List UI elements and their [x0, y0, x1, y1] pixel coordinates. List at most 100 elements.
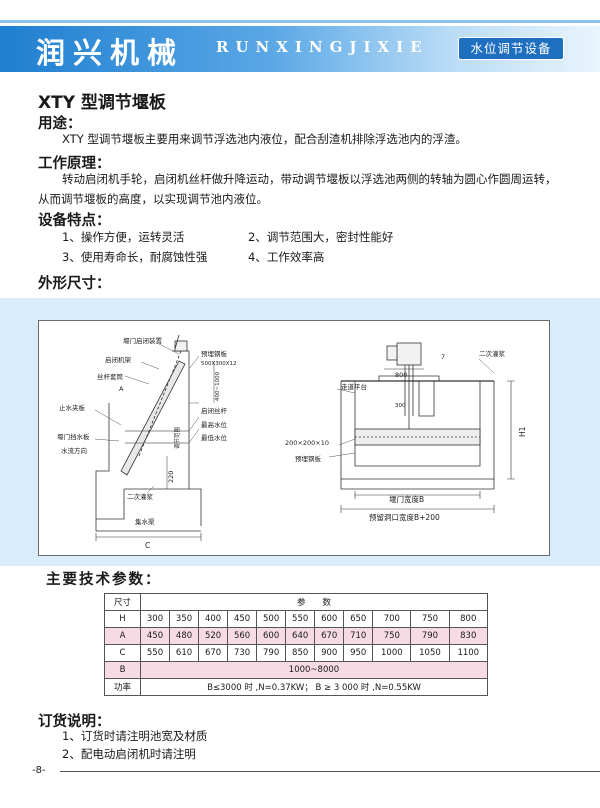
right-inner: [354, 381, 481, 467]
lbl-hoist-frame: 启闭机架: [105, 355, 132, 364]
principle-line-2: 从而调节堰板的高度，以实现调节池内液位。: [38, 192, 268, 206]
cell: 670: [198, 644, 229, 662]
water-levels: [125, 430, 189, 444]
principle-heading: 工作原理：: [38, 156, 111, 172]
lbl-max-level: 最高水位: [201, 420, 228, 429]
cell: 300: [139, 610, 171, 628]
cell: 700: [372, 610, 412, 628]
lbl-plate-size: 500X300X12: [201, 361, 237, 367]
principle-line-1: 转动启闭机手轮，启闭机丝杆做升降运动，带动调节堰板以浮选池两侧的转轴为圆心作圆周…: [62, 172, 557, 186]
dim-b200: [340, 505, 495, 513]
lbl-gate-width: 堰门宽度B: [389, 494, 424, 504]
cell: 730: [227, 644, 258, 662]
table-row-b: B 1000~8000: [104, 661, 488, 679]
dim-h1: [507, 380, 515, 480]
cell: 850: [285, 644, 316, 662]
lbl-h1: H1: [518, 426, 527, 437]
cell: 830: [448, 627, 489, 645]
lbl-300: 300: [395, 403, 406, 409]
usage-text: XTY 型调节堰板主要用来调节浮选池内液位，配合刮渣机排除浮选池内的浮渣。: [62, 132, 467, 146]
cell: 610: [169, 644, 200, 662]
lbl-c: C: [145, 541, 150, 550]
table-group-header: 参 数: [140, 593, 488, 611]
lbl-adjust-range: 调节范围: [173, 426, 181, 449]
page-title: XTY 型调节堰板: [38, 93, 166, 113]
cell: 350: [169, 610, 200, 628]
lbl-gate-hoist: 堰门启闭装置: [123, 336, 163, 345]
lbl-gate-baffle: 堰门挡水板: [57, 432, 90, 441]
left-wall: [95, 403, 125, 520]
lbl-walkway: 走道平台: [341, 382, 367, 391]
brand-name: 润兴机械: [36, 36, 185, 70]
table-row-power: 功率 B≤3000 时 ,N=0.37KW； B ≥ 3 000 时 ,N=0.…: [104, 678, 488, 696]
cell: 1100: [448, 644, 489, 662]
cell: 550: [139, 644, 171, 662]
lbl-min-level: 最低水位: [201, 433, 228, 442]
feature-item-1: 1、操作方便，运转灵活: [62, 230, 185, 244]
lbl-range-value: 400~1000: [215, 371, 221, 401]
drawing-svg: 堰门启闭装置 启闭机架 丝杆套筒 A 止水夹板 堰门挡水板 水流方向 预埋钢板 …: [57, 334, 527, 550]
lbl-screw-sleeve: 丝杆套筒: [97, 372, 124, 381]
header-band: 润兴机械 RUNXINGJIXIE 水位调节设备: [0, 20, 600, 72]
table-row-a: A 450 480 520 560 600 640 670 710 750 79…: [104, 627, 489, 645]
usage-heading: 用途：: [38, 116, 82, 132]
power-value: B≤3000 时 ,N=0.37KW； B ≥ 3 000 时 ,N=0.55K…: [140, 678, 488, 696]
order-heading: 订货说明：: [38, 714, 111, 730]
right-tank: [340, 381, 495, 480]
cell: 480: [169, 627, 200, 645]
header-stripe: [0, 20, 600, 23]
brand-pinyin: RUNXINGJIXIE: [216, 38, 429, 56]
row-label-power: 功率: [104, 678, 141, 696]
feature-item-2: 2、调节范围大，密封性能好: [248, 230, 394, 244]
lbl-hoist-screw: 启闭丝杆: [201, 406, 228, 415]
row-label-h: H: [104, 610, 141, 628]
lbl-800: 800: [395, 371, 407, 379]
floor: [95, 519, 201, 532]
lbl-collection-channel: 集水渠: [135, 517, 155, 526]
cell: 520: [198, 627, 229, 645]
handwheel-shaft: [174, 334, 180, 350]
cell: 1000: [372, 644, 412, 662]
lbl-secondary-grout-right: 二次灌浆: [479, 349, 506, 358]
b-value: 1000~8000: [140, 661, 488, 679]
cell: 500: [256, 610, 287, 628]
lbl-embedded-plate: 预埋钢板: [201, 349, 228, 358]
table-corner: 尺寸: [104, 593, 141, 611]
lbl-embedded-plate-right: 预埋钢板: [295, 454, 322, 463]
lbl-flow-direction: 水流方向: [61, 446, 87, 455]
footer-divider: [60, 771, 600, 772]
feature-item-4: 4、工作效率高: [248, 250, 325, 264]
cell: 800: [448, 610, 489, 628]
cell: 600: [314, 610, 345, 628]
cell: 750: [410, 610, 450, 628]
cell: 670: [314, 627, 345, 645]
cell: 400: [198, 610, 229, 628]
cell: 550: [285, 610, 316, 628]
cell: 650: [343, 610, 374, 628]
cell: 1050: [410, 644, 450, 662]
dimensions-heading: 外形尺寸：: [38, 276, 111, 292]
cell: 790: [410, 627, 450, 645]
gate-band: [354, 428, 481, 446]
lbl-angle-size: 200×200×10: [285, 439, 329, 447]
parameters-table: 尺寸 参 数 H 300 350 400 450 500 550 600 650…: [104, 593, 489, 696]
category-badge: 水位调节设备: [458, 37, 564, 60]
cell: 710: [343, 627, 374, 645]
lbl-a: A: [119, 385, 124, 393]
order-item-1: 1、订货时请注明池宽及材质: [62, 729, 208, 743]
cell: 600: [256, 627, 287, 645]
lbl-secondary-grout: 二次灌浆: [127, 492, 154, 501]
features-heading: 设备特点：: [38, 213, 111, 229]
row-label-b: B: [104, 661, 141, 679]
lbl-seal-clamp: 止水夹板: [59, 403, 86, 412]
cell: 560: [227, 627, 258, 645]
feature-item-3: 3、使用寿命长，耐腐蚀性强: [62, 250, 208, 264]
screw-rod: [138, 350, 182, 457]
lbl-7: 7: [441, 353, 445, 361]
cell: 750: [372, 627, 412, 645]
row-label-c: C: [104, 644, 141, 662]
order-item-2: 2、配电动启闭机时请注明: [62, 747, 196, 761]
cell: 790: [256, 644, 287, 662]
cell: 640: [285, 627, 316, 645]
cell: 450: [227, 610, 258, 628]
